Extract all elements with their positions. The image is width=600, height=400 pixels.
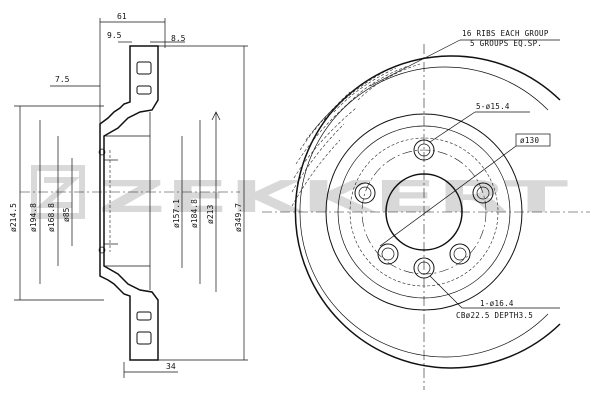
center-bore	[385, 173, 463, 251]
disc-outer-edge	[294, 55, 561, 369]
screw-note-line2: CBø22.5 DEPTH3.5	[456, 311, 533, 320]
bolt-hole-1	[413, 139, 435, 161]
rib-1	[299, 91, 351, 151]
dim-61: 61	[117, 12, 127, 21]
watermark-brand: ZEKKERT	[98, 172, 568, 223]
bolt-holes	[354, 139, 494, 265]
hub-detail-circle-2	[98, 246, 106, 254]
set-screw-counterbore	[413, 257, 435, 279]
bolt-hole-5-inner	[358, 186, 372, 200]
bolt-hole-4	[377, 243, 399, 265]
arrow-213	[211, 111, 221, 121]
bolt-hole-3-inner	[453, 247, 467, 261]
vent-slot-upper-1	[136, 61, 152, 75]
ribs-note-line2: 5 GROUPS EQ.SP.	[470, 39, 542, 48]
rib-7	[333, 67, 397, 113]
dim-184-8: ø184.8	[190, 199, 199, 228]
rib-2	[295, 99, 353, 165]
bolt-holes-note: 5-ø15.4	[476, 102, 510, 111]
disc-inner-rim	[299, 66, 549, 358]
friction-inner-circle	[325, 113, 523, 311]
screw-note-line1: 1-ø16.4	[480, 299, 514, 308]
ribs-note-line1: 16 RIBS EACH GROUP	[462, 29, 549, 38]
dim-7-5: 7.5	[55, 75, 70, 84]
watermark-logo: ZEKKERT	[31, 165, 568, 223]
dim-34: 34	[166, 362, 176, 371]
pcd-note: ø130	[520, 136, 539, 145]
rib-11	[291, 139, 341, 207]
hub-detail-circle-1	[98, 148, 106, 156]
dim-194-8: ø194.8	[29, 203, 38, 232]
dim-213: ø213	[206, 205, 215, 224]
dim-9-5: 9.5	[107, 31, 122, 40]
pcd-label-box	[515, 133, 551, 147]
front-view	[262, 39, 590, 390]
bolt-hole-4-inner	[381, 247, 395, 261]
leader-pcd	[379, 145, 517, 247]
leader-screw	[429, 275, 463, 309]
leader-bolt	[429, 111, 476, 143]
dim-214-5: ø214.5	[9, 203, 18, 232]
rib-5	[313, 77, 373, 131]
dim-8-5: 8.5	[171, 34, 186, 43]
rib-10	[291, 123, 345, 193]
bolt-hole-2-inner	[476, 186, 490, 200]
set-screw-hole	[417, 261, 431, 275]
section-view: 61 9.5 8.5 7.5 34 ø214.5 ø194.8 ø168.8 ø…	[9, 12, 248, 378]
bolt-hole-5	[354, 182, 376, 204]
vent-slot-upper-2	[136, 85, 152, 95]
rib-8	[345, 65, 409, 107]
leader-ribs	[369, 39, 461, 87]
rib-6	[323, 71, 385, 121]
dim-349-7: ø349.7	[234, 203, 243, 232]
vent-slot-lower-1	[136, 311, 152, 321]
rib-9	[357, 63, 421, 101]
dim-85: ø85	[62, 207, 71, 222]
rib-4	[305, 83, 363, 141]
vent-slot-lower-2	[136, 331, 152, 345]
bolt-hole-1-inner	[417, 143, 431, 157]
vent-ribs	[291, 63, 421, 207]
bolt-hole-3	[449, 243, 471, 265]
bolt-hole-2	[472, 182, 494, 204]
dim-157-1: ø157.1	[172, 199, 181, 228]
hat-circle	[337, 125, 511, 299]
hat-inner-circle	[349, 137, 499, 287]
dim-168-8: ø168.8	[47, 203, 56, 232]
